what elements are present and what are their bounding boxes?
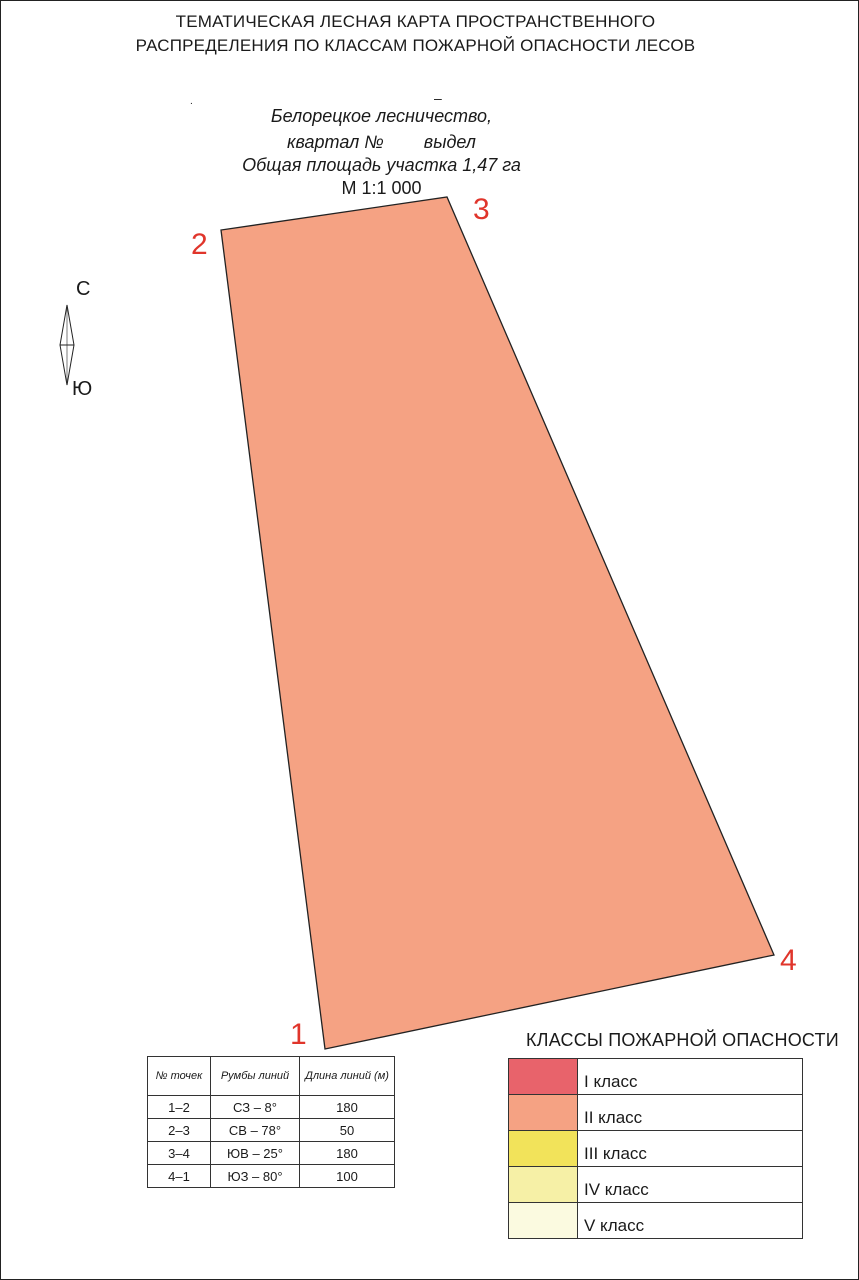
row-length: 100 bbox=[299, 1164, 395, 1188]
legend-item-class-3: III класс bbox=[509, 1131, 802, 1167]
point-label-3: 3 bbox=[473, 193, 490, 226]
forest-plot-polygon bbox=[220, 196, 775, 1050]
legend-swatch bbox=[509, 1167, 578, 1202]
table-header-row: № точек Румбы линий Длина линий (м) bbox=[147, 1056, 395, 1096]
table-row: 2–3 СВ – 78° 50 bbox=[147, 1118, 395, 1142]
legend-item-class-4: IV класс bbox=[509, 1167, 802, 1203]
legend-title: КЛАССЫ ПОЖАРНОЙ ОПАСНОСТИ bbox=[526, 1030, 839, 1050]
header-points: № точек bbox=[147, 1056, 211, 1096]
quarter-and-plot: квартал № выдел bbox=[287, 132, 476, 152]
compass-south-label: Ю bbox=[72, 378, 93, 400]
row-bearing: СЗ – 8° bbox=[210, 1095, 300, 1119]
legend-label: V класс bbox=[584, 1215, 645, 1235]
line-bearings-table: № точек Румбы линий Длина линий (м) 1–2 … bbox=[147, 1056, 395, 1188]
map-title-line-2: РАСПРЕДЕЛЕНИЯ ПО КЛАССАМ ПОЖАРНОЙ ОПАСНО… bbox=[135, 36, 696, 55]
compass-north-label: С bbox=[76, 278, 91, 300]
legend-swatch bbox=[509, 1095, 578, 1130]
stray-dot: . bbox=[190, 96, 193, 107]
map-scale: М 1:1 000 bbox=[341, 178, 422, 198]
row-points: 1–2 bbox=[147, 1095, 211, 1119]
legend-swatch bbox=[509, 1203, 578, 1238]
stray-dash: – bbox=[434, 90, 442, 106]
total-area: Общая площадь участка 1,47 га bbox=[242, 155, 521, 175]
map-title-line-1: ТЕМАТИЧЕСКАЯ ЛЕСНАЯ КАРТА ПРОСТРАНСТВЕНН… bbox=[175, 12, 656, 31]
header-bearings: Румбы линий bbox=[210, 1056, 300, 1096]
legend-swatch bbox=[509, 1059, 578, 1094]
row-bearing: ЮВ – 25° bbox=[210, 1141, 300, 1165]
row-bearing: ЮЗ – 80° bbox=[210, 1164, 300, 1188]
header-lengths: Длина линий (м) bbox=[299, 1056, 395, 1096]
table-row: 3–4 ЮВ – 25° 180 bbox=[147, 1141, 395, 1165]
forestry-name: Белорецкое лесничество, bbox=[270, 106, 493, 126]
row-bearing: СВ – 78° bbox=[210, 1118, 300, 1142]
legend-item-class-2: II класс bbox=[509, 1095, 802, 1131]
point-label-1: 1 bbox=[290, 1018, 307, 1051]
legend-swatch bbox=[509, 1131, 578, 1166]
table-row: 1–2 СЗ – 8° 180 bbox=[147, 1095, 395, 1119]
legend-item-class-1: I класс bbox=[509, 1059, 802, 1095]
row-points: 4–1 bbox=[147, 1164, 211, 1188]
row-length: 180 bbox=[299, 1141, 395, 1165]
table-row: 4–1 ЮЗ – 80° 100 bbox=[147, 1164, 395, 1188]
point-label-2: 2 bbox=[191, 228, 208, 261]
row-points: 3–4 bbox=[147, 1141, 211, 1165]
legend-label: IV класс bbox=[584, 1179, 649, 1199]
fire-class-legend: I класс II класс III класс IV класс V кл… bbox=[508, 1058, 803, 1239]
row-length: 50 bbox=[299, 1118, 395, 1142]
legend-label: I класс bbox=[584, 1071, 638, 1091]
row-length: 180 bbox=[299, 1095, 395, 1119]
legend-label: II класс bbox=[584, 1107, 643, 1127]
row-points: 2–3 bbox=[147, 1118, 211, 1142]
compass-arrow-icon bbox=[59, 304, 75, 386]
legend-item-class-5: V класс bbox=[509, 1203, 802, 1238]
legend-label: III класс bbox=[584, 1143, 647, 1163]
point-label-4: 4 bbox=[780, 944, 797, 977]
